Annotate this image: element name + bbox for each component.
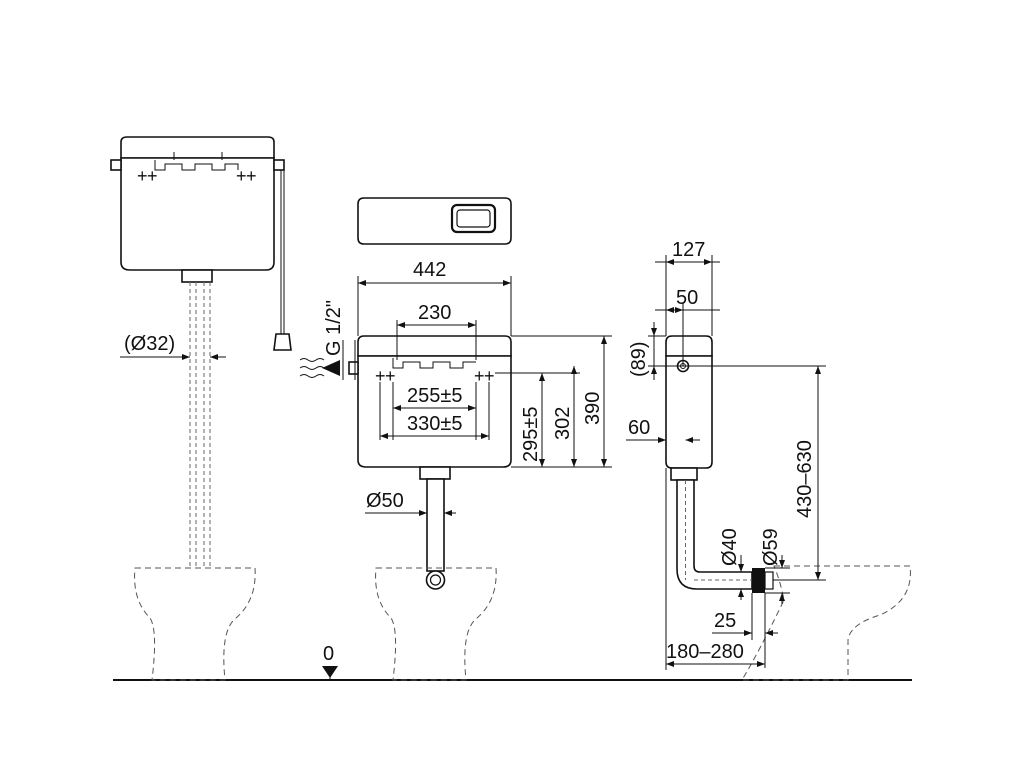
inlet-arrow bbox=[322, 360, 340, 376]
outlet-diameter-label: Ø50 bbox=[366, 490, 404, 512]
svg-text:+: + bbox=[246, 166, 257, 186]
side-cistern-lid bbox=[665, 335, 713, 357]
middle-view: + + + + G 1/2" 442 230 bbox=[299, 197, 612, 681]
pipe-d40-label: Ø40 bbox=[719, 528, 741, 566]
depth-127-label: 127 bbox=[672, 239, 705, 261]
left-inlet-fitting bbox=[110, 159, 122, 171]
distance-range-label: 180–280 bbox=[666, 641, 744, 663]
middle-flush-pipe bbox=[426, 478, 445, 572]
height-302-label: 302 bbox=[552, 407, 574, 440]
middle-inlet-fitting bbox=[348, 361, 359, 375]
width-330-label: 330±5 bbox=[407, 413, 462, 435]
side-pipe-connector bbox=[752, 568, 765, 593]
floor-level-label: 0 bbox=[323, 643, 334, 665]
svg-text:+: + bbox=[375, 366, 386, 386]
depth-60-label: 60 bbox=[628, 417, 650, 439]
middle-cistern-lid bbox=[357, 335, 512, 357]
svg-text:+: + bbox=[385, 366, 396, 386]
side-toilet-bowl bbox=[741, 565, 911, 681]
flush-button bbox=[450, 203, 497, 234]
left-view: + + + + (Ø32) bbox=[110, 136, 292, 681]
height-295-label: 295±5 bbox=[520, 407, 542, 462]
pull-handle bbox=[273, 333, 292, 351]
left-pipe-diameter-label: (Ø32) bbox=[124, 333, 175, 355]
left-lever-fitting bbox=[273, 159, 285, 171]
height-range-label: 430–630 bbox=[794, 440, 816, 518]
svg-text:+: + bbox=[147, 166, 158, 186]
gap-25-label: 25 bbox=[714, 610, 736, 632]
width-255-label: 255±5 bbox=[407, 385, 462, 407]
left-toilet-bowl bbox=[134, 567, 256, 681]
inlet-thread-label: G 1/2" bbox=[323, 300, 345, 356]
side-cistern-body bbox=[665, 355, 713, 469]
width-442-label: 442 bbox=[413, 259, 446, 281]
offset-89-label: (89) bbox=[628, 341, 650, 377]
pipe-d59-label: Ø59 bbox=[760, 528, 782, 566]
svg-text:+: + bbox=[137, 166, 148, 186]
svg-text:+: + bbox=[236, 166, 247, 186]
middle-toilet-bowl bbox=[375, 567, 497, 681]
middle-cistern-body bbox=[357, 355, 512, 468]
left-outlet-stub bbox=[181, 269, 213, 283]
right-view: 127 50 (89) 60 430–630 Ø40 bbox=[626, 239, 911, 681]
svg-text:+: + bbox=[474, 366, 485, 386]
left-cistern-lid bbox=[120, 136, 275, 159]
left-cistern-body bbox=[120, 157, 275, 271]
height-390-label: 390 bbox=[582, 392, 604, 425]
middle-outlet-stub bbox=[419, 466, 451, 480]
width-230-label: 230 bbox=[418, 302, 451, 324]
depth-50-label: 50 bbox=[676, 287, 698, 309]
svg-text:+: + bbox=[484, 366, 495, 386]
